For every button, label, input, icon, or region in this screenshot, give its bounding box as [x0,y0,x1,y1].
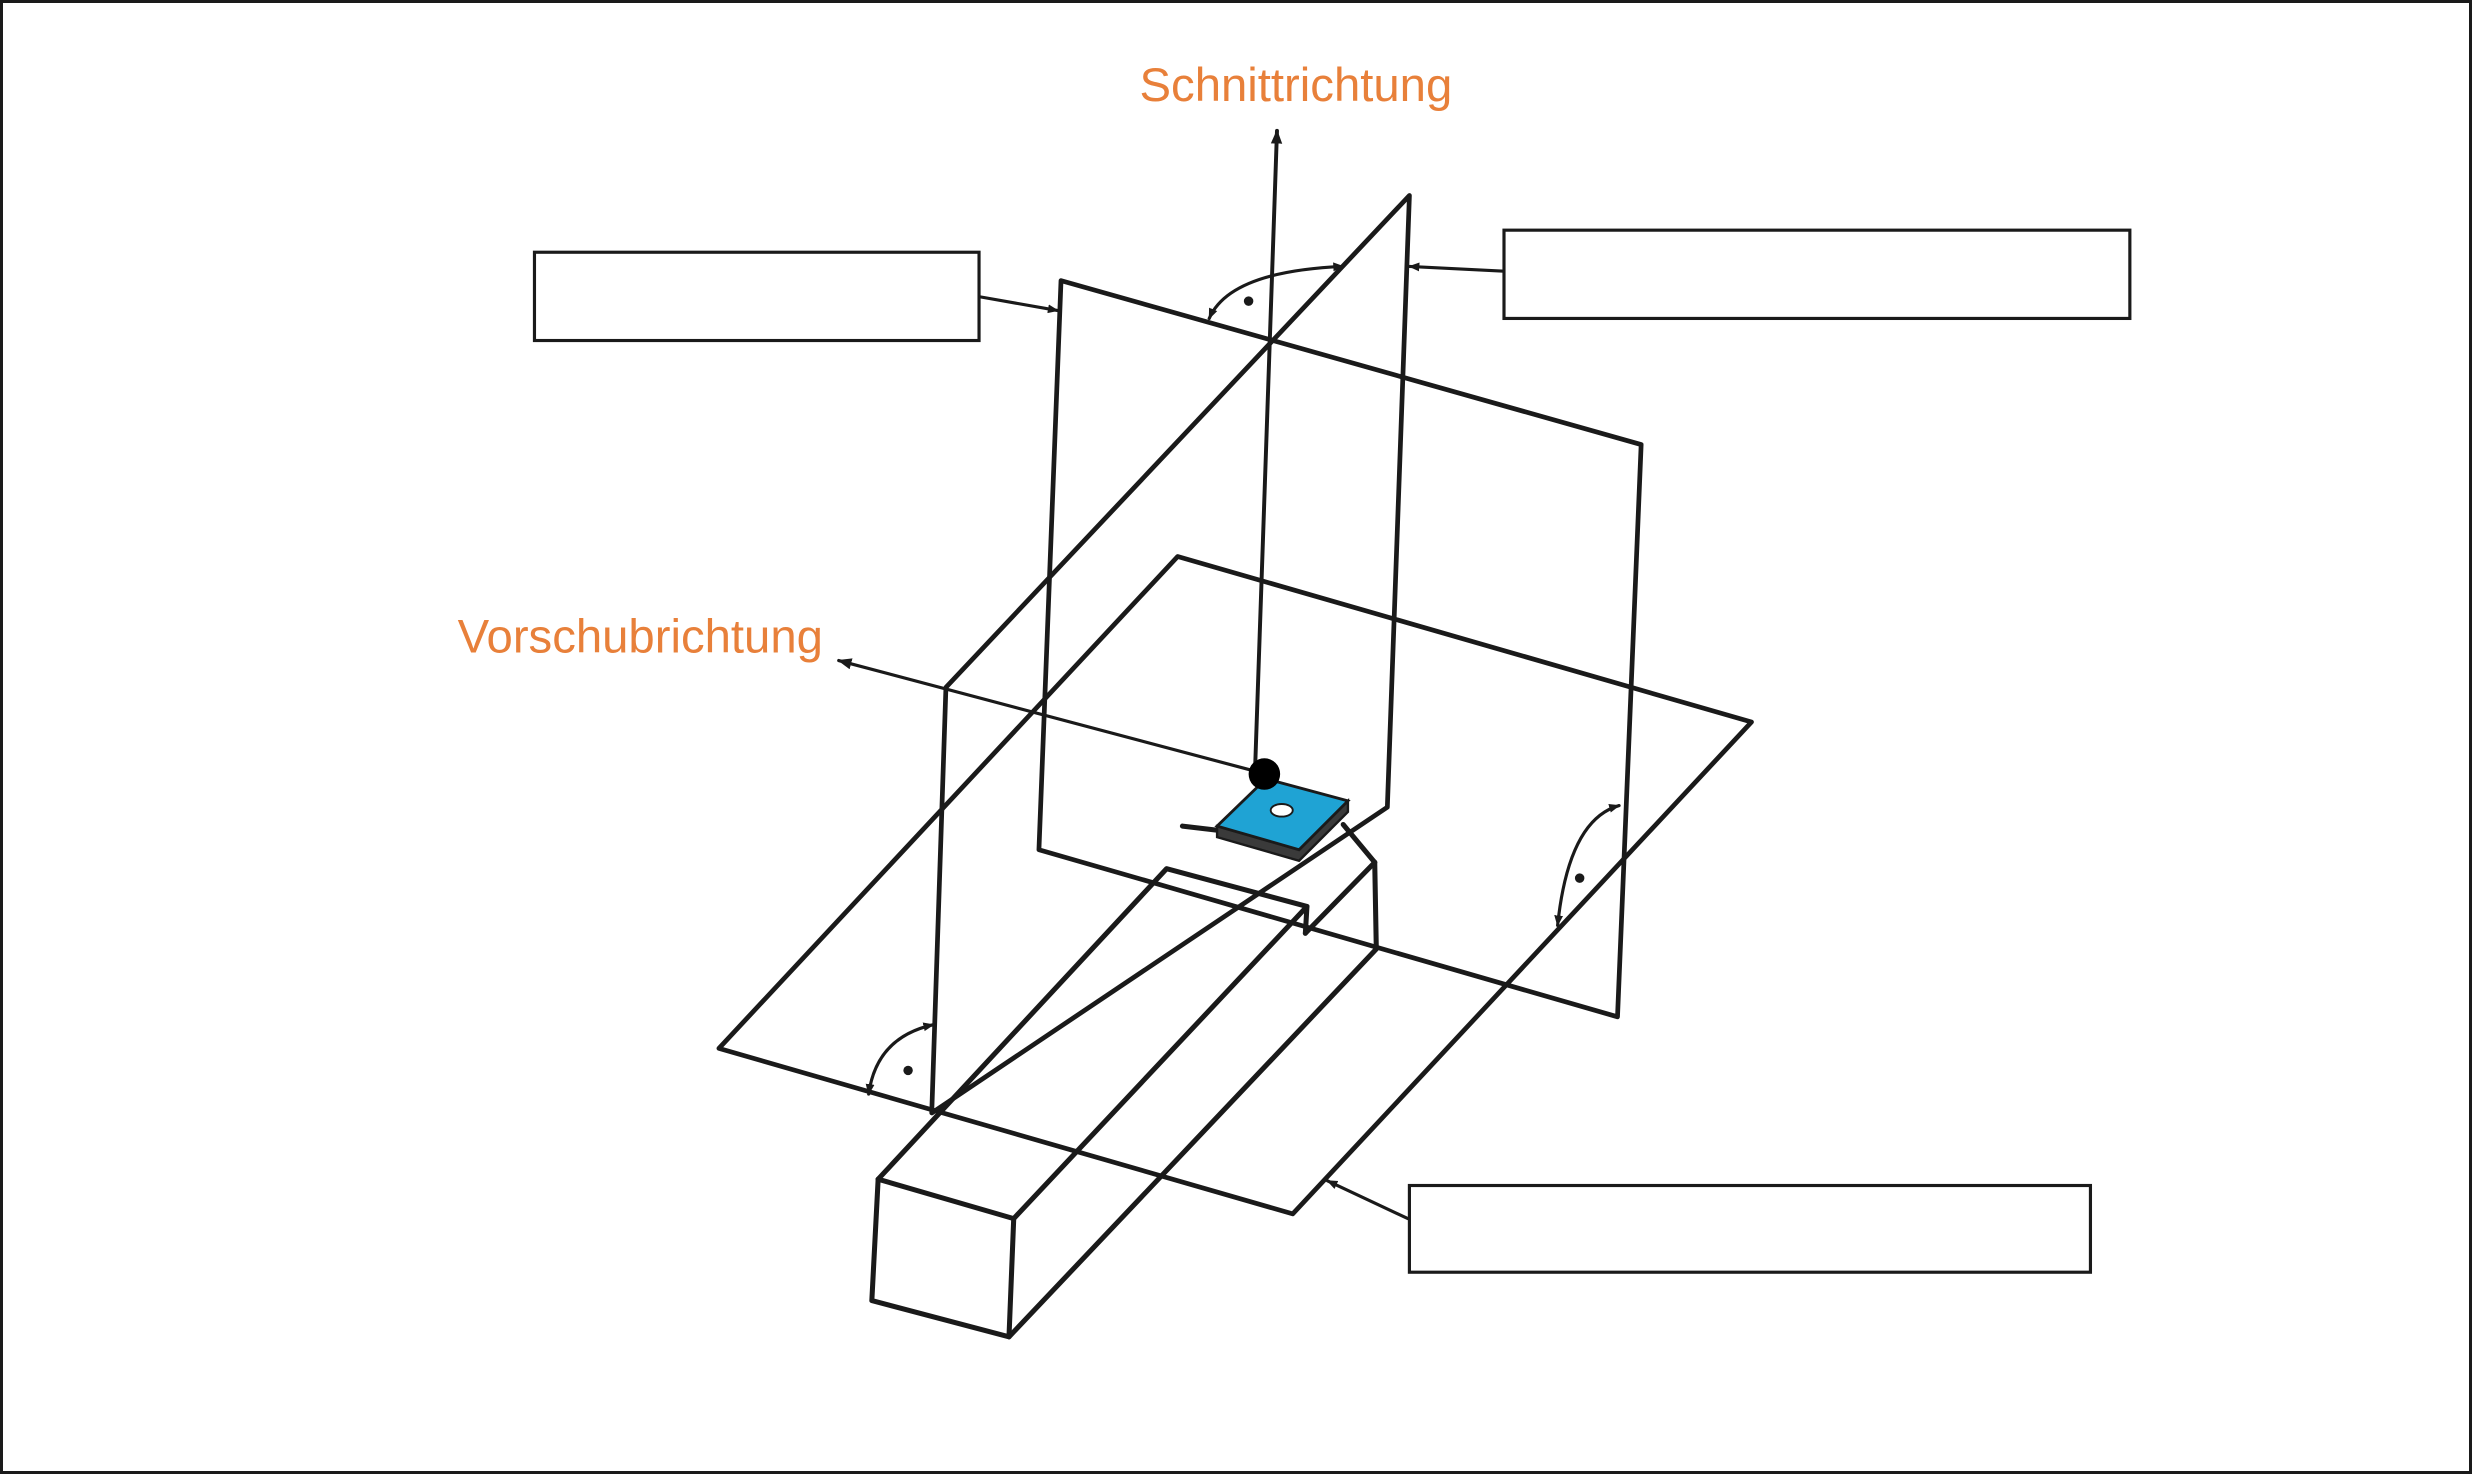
cutting-insert [1214,777,1351,863]
right-angle-dot-right [1574,873,1585,883]
feed-direction-arrow [837,658,1268,776]
leader-arrow-top-right [1407,262,1506,273]
feed-direction-label: Vorschubrichtung [458,611,823,664]
right-angle-dot-top [1243,296,1254,306]
insert-hole [1269,803,1294,818]
cutting-direction-arrow [1252,128,1283,777]
leader-arrow-top-left [975,294,1060,314]
cutting-edge-plane [929,193,1412,1116]
answer-box-bottom-right[interactable] [1407,1183,2093,1274]
tool-orthogonal-plane [1036,278,1644,1020]
leader-arrow-bottom-right [1325,1179,1410,1221]
tool-shank [869,821,1379,1340]
right-angle-arc-top [1207,262,1345,321]
right-angle-dot-left [903,1065,913,1076]
cutting-point [1248,758,1281,790]
right-angle-arc-left [865,1022,935,1096]
tool-reference-plane [716,554,1754,1217]
right-angle-arc-right [1554,803,1621,927]
answer-box-top-left[interactable] [532,250,981,343]
answer-box-top-right[interactable] [1502,228,2132,321]
cutting-direction-label: Schnittrichtung [1140,59,1453,112]
